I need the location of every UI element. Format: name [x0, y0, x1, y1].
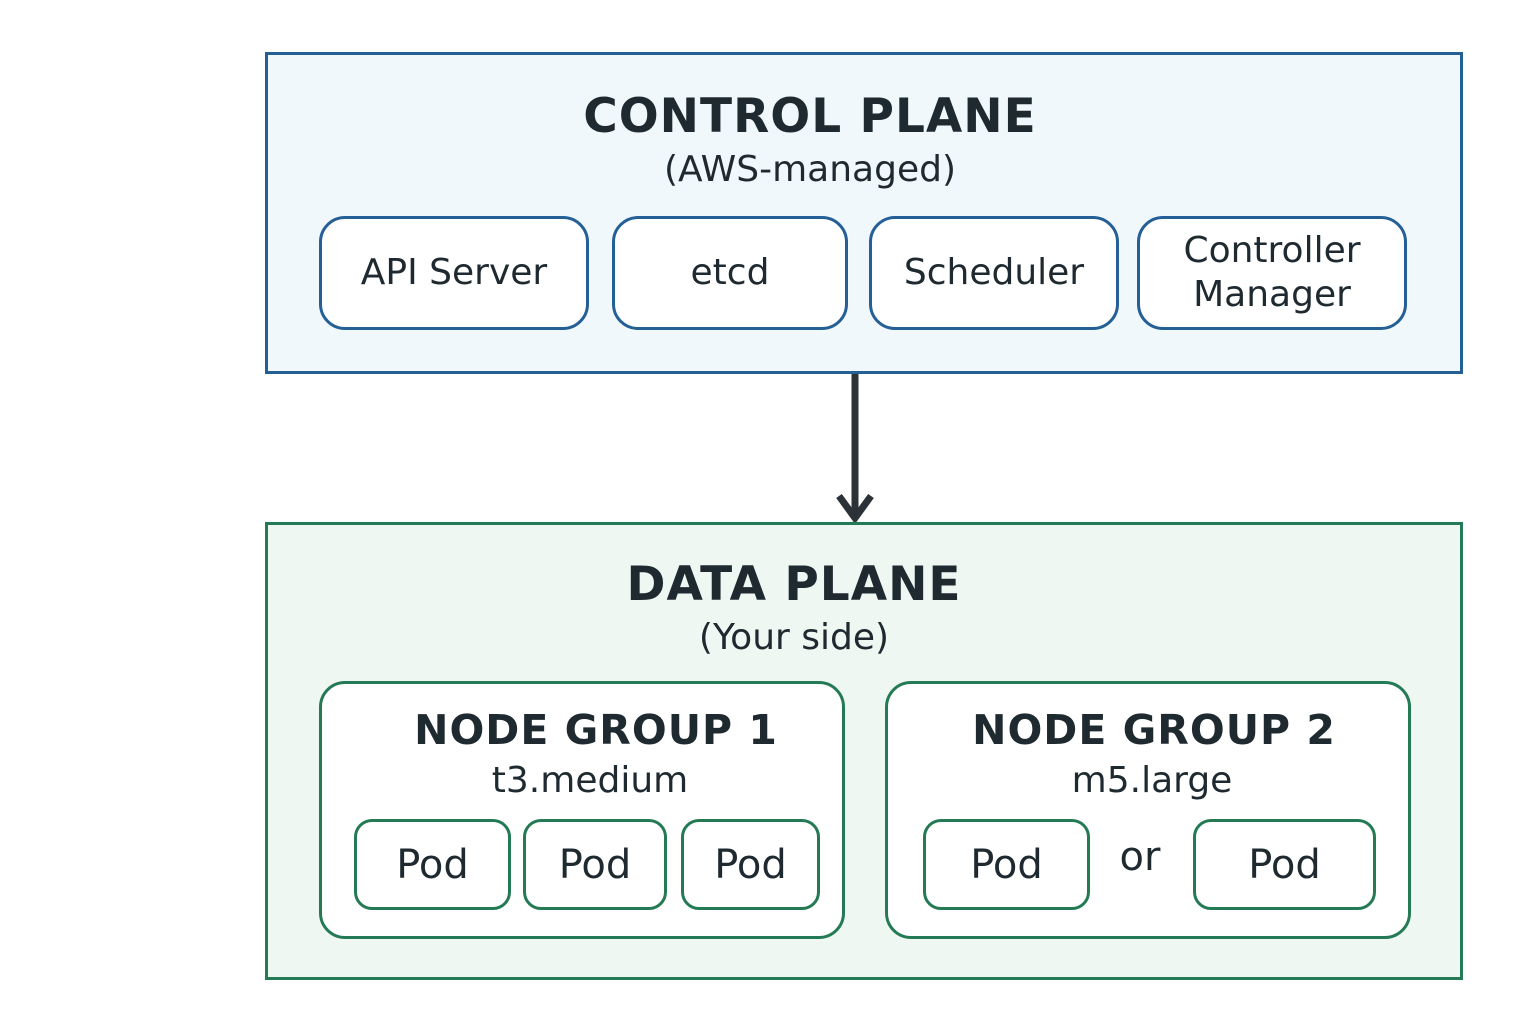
control-to-data-arrow	[836, 374, 874, 524]
control-plane-box: CONTROL PLANE (AWS-managed) API Server e…	[265, 52, 1463, 374]
pod-box: Pod	[923, 819, 1090, 910]
pod-box: Pod	[523, 819, 667, 910]
etcd-label: etcd	[690, 252, 770, 293]
scheduler-box: Scheduler	[869, 216, 1119, 330]
pod-label: Pod	[558, 841, 632, 888]
api-server-label: API Server	[360, 252, 548, 293]
pod-box: Pod	[681, 819, 820, 910]
node-group-1-title: NODE GROUP 1	[414, 706, 778, 754]
data-plane-subtitle: (Your side)	[698, 617, 890, 658]
data-plane-box: DATA PLANE (Your side) NODE GROUP 1 t3.m…	[265, 522, 1463, 980]
node-group-2-title: NODE GROUP 2	[972, 706, 1336, 754]
pod-label: Pod	[396, 841, 469, 888]
scheduler-label: Scheduler	[903, 252, 1085, 293]
control-plane-subtitle: (AWS-managed)	[663, 149, 957, 190]
or-separator: or	[1119, 834, 1161, 880]
control-plane-title: CONTROL PLANE	[583, 89, 1037, 144]
pod-label: Pod	[970, 841, 1043, 888]
pod-box: Pod	[354, 819, 511, 910]
node-group-2-box: NODE GROUP 2 m5.large Pod or Pod	[885, 681, 1411, 939]
controller-manager-label-line2: Manager	[1193, 274, 1351, 315]
controller-manager-box: Controller Manager	[1137, 216, 1407, 330]
node-group-1-box: NODE GROUP 1 t3.medium Pod Pod Pod	[319, 681, 845, 939]
pod-label: Pod	[714, 841, 787, 888]
pod-box: Pod	[1193, 819, 1376, 910]
api-server-box: API Server	[319, 216, 589, 330]
arrow-head	[836, 493, 874, 524]
node-group-2-instance-type: m5.large	[1071, 760, 1233, 801]
data-plane-title: DATA PLANE	[626, 557, 962, 612]
controller-manager-label-line1: Controller	[1183, 230, 1361, 271]
node-group-1-instance-type: t3.medium	[491, 760, 689, 801]
pod-label: Pod	[1248, 841, 1321, 888]
etcd-box: etcd	[612, 216, 848, 330]
controller-manager-label: Controller Manager	[1183, 229, 1360, 317]
